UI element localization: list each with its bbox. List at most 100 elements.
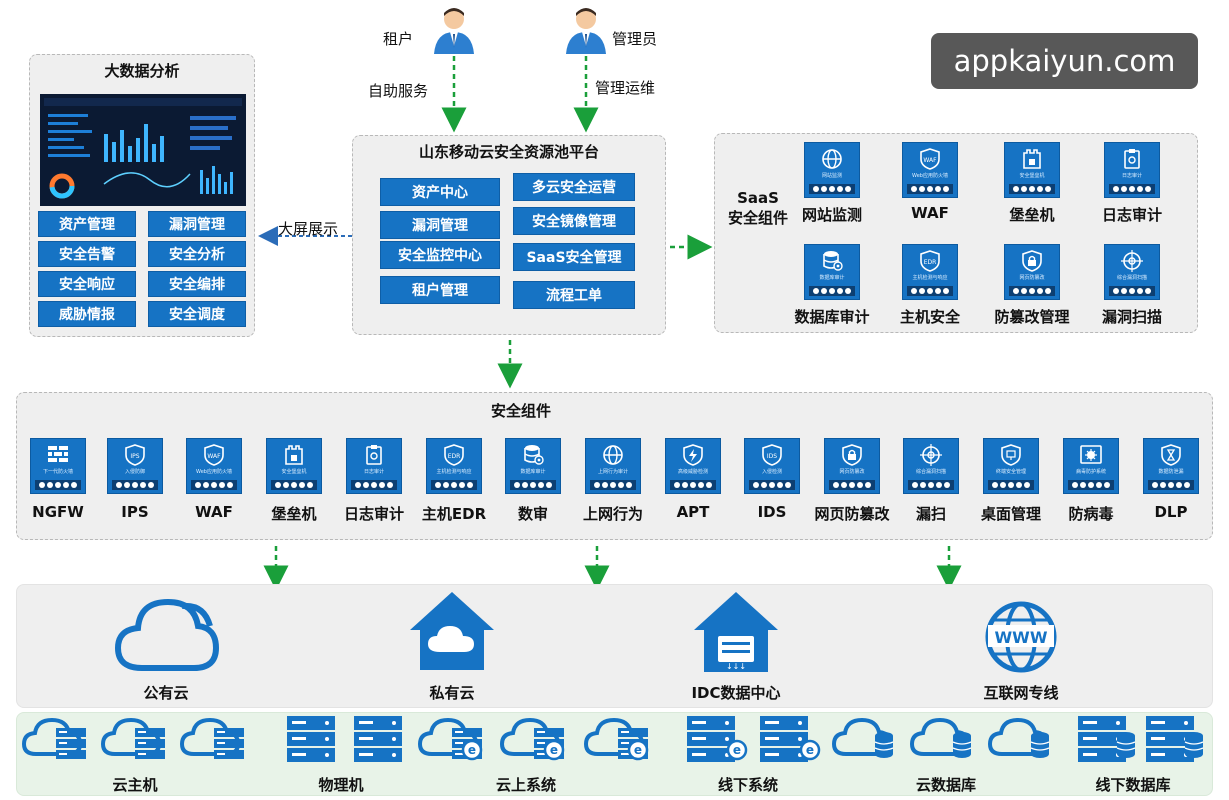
bigdata-btn-asset[interactable]: 资产管理 — [38, 211, 136, 237]
security-label-8: APT — [676, 503, 710, 521]
audit-icon — [1124, 149, 1140, 169]
security-tile-11: 综合漏洞扫描 — [903, 438, 959, 494]
tile-caption: 病毒防护系统 — [1075, 469, 1106, 475]
waf-shield-icon: WAF — [204, 444, 224, 466]
tile-caption: 日志审计 — [1121, 173, 1142, 179]
tile-caption: 上网行为审计 — [597, 469, 628, 475]
platform-right-btn-0[interactable]: 多云安全运营 — [513, 173, 635, 201]
security-label-10: 网页防篡改 — [814, 505, 890, 523]
svg-text:e: e — [634, 743, 642, 757]
lock-icon — [842, 444, 862, 466]
svg-text:e: e — [806, 743, 814, 757]
bigdata-btn-analysis[interactable]: 安全分析 — [148, 241, 246, 267]
platform-left-btn-3[interactable]: 租户管理 — [380, 276, 500, 304]
desktop-shield-icon — [1001, 444, 1021, 466]
security-tile-3: 安全堡垒机 — [266, 438, 322, 494]
env-label-private-cloud: 私有云 — [429, 684, 475, 702]
security-components-title: 安全组件 — [490, 402, 551, 420]
resource-label-offline-system: 线下系统 — [717, 776, 778, 794]
svg-text:WAF: WAF — [923, 157, 937, 164]
security-label-6: 数审 — [517, 505, 548, 523]
admin-ops-label: 管理运维 — [595, 79, 656, 97]
svg-text:IDS: IDS — [767, 453, 777, 460]
cloud-system-icon: e — [418, 717, 483, 761]
saas-label-5: 主机安全 — [899, 308, 960, 326]
svg-text:e: e — [550, 743, 558, 757]
fortress-icon — [285, 445, 303, 465]
bigdata-title: 大数据分析 — [104, 62, 180, 80]
tile-caption: 入侵检测 — [761, 469, 782, 475]
watermark: appkaiyun.com — [931, 33, 1198, 89]
svg-text:IPS: IPS — [130, 453, 139, 460]
resource-label-cloud-host: 云主机 — [112, 776, 158, 794]
platform-left-btn-0[interactable]: 资产中心 — [380, 178, 500, 206]
env-label-idc: IDC数据中心 — [691, 684, 781, 702]
platform-right-btn-3[interactable]: 流程工单 — [513, 281, 635, 309]
tile-caption: 安全堡垒机 — [281, 469, 307, 475]
tile-caption: 综合漏洞扫描 — [915, 469, 946, 475]
platform-right-btn-1[interactable]: 安全镜像管理 — [513, 207, 635, 235]
svg-text:EDR: EDR — [924, 259, 937, 266]
cloud-host-icon — [180, 717, 244, 759]
svg-text:e: e — [733, 743, 741, 757]
resource-label-offline-db: 线下数据库 — [1095, 776, 1171, 794]
security-tile-6: 数据库审计 — [505, 438, 561, 494]
platform-left-btn-2[interactable]: 安全监控中心 — [380, 241, 500, 269]
bigdata-btn-alert[interactable]: 安全告警 — [38, 241, 136, 267]
tile-caption: 下一代防火墙 — [42, 469, 73, 475]
tile-caption: 高级威胁检测 — [677, 469, 708, 475]
tile-caption: 安全堡垒机 — [1019, 173, 1045, 179]
cloud-system-icon: e — [584, 717, 649, 761]
svg-text:WWW: WWW — [995, 628, 1048, 647]
idc-datacenter-icon: ↓↓↓ — [694, 592, 778, 672]
admin-person-icon — [566, 8, 606, 54]
bigdata-btn-threat-intel[interactable]: 威胁情报 — [38, 301, 136, 327]
bigdata-btn-orchestration[interactable]: 安全编排 — [148, 271, 246, 297]
svg-text:WAF: WAF — [207, 453, 221, 460]
bigdata-btn-dispatch[interactable]: 安全调度 — [148, 301, 246, 327]
platform-left-btn-1[interactable]: 漏洞管理 — [380, 211, 500, 239]
cloud-system-icon: e — [500, 717, 565, 761]
cloud-database-icon — [988, 717, 1050, 758]
bigdata-btn-vuln[interactable]: 漏洞管理 — [148, 211, 246, 237]
resource-label-physical: 物理机 — [318, 776, 364, 794]
security-tile-7: 上网行为审计 — [585, 438, 641, 494]
offline-system-icon: e — [760, 716, 821, 762]
tile-caption: 主机检测与响应 — [436, 469, 472, 475]
security-tile-14: 数据防泄漏 — [1143, 438, 1199, 494]
security-label-11: 漏扫 — [915, 505, 946, 523]
env-label-internet: 互联网专线 — [983, 684, 1059, 702]
tile-caption: Web应用防火墙 — [196, 469, 232, 475]
platform-right-btn-2[interactable]: SaaS安全管理 — [513, 243, 635, 271]
security-label-9: IDS — [757, 503, 787, 521]
security-label-12: 桌面管理 — [980, 505, 1041, 523]
bolt-shield-icon — [683, 444, 703, 466]
physical-server-icon — [354, 716, 402, 762]
security-tile-2: WAF Web应用防火墙 — [186, 438, 242, 494]
saas-label-1: WAF — [911, 204, 949, 222]
bigdata-btn-response[interactable]: 安全响应 — [38, 271, 136, 297]
saas-tile-6: 网页防篡改 — [1004, 244, 1060, 300]
self-service-label: 自助服务 — [368, 82, 429, 100]
saas-label-3: 日志审计 — [1101, 206, 1162, 224]
security-label-7: 上网行为 — [582, 505, 643, 523]
offline-database-icon — [1146, 716, 1204, 762]
security-tile-1: IPS 入侵防御 — [107, 438, 163, 494]
edr-shield-icon: EDR — [920, 250, 940, 272]
security-label-4: 日志审计 — [343, 505, 404, 523]
target-icon — [1121, 250, 1143, 272]
saas-label-2: 堡垒机 — [1009, 206, 1055, 224]
platform-title: 山东移动云安全资源池平台 — [418, 143, 599, 161]
globe-icon — [822, 149, 842, 169]
svg-text:e: e — [468, 743, 476, 757]
hourglass-icon — [1161, 444, 1181, 466]
waf-shield-icon: WAF — [920, 148, 940, 170]
tile-caption: Web应用防火墙 — [912, 173, 948, 179]
tile-caption: 入侵防御 — [124, 469, 145, 475]
public-cloud-icon — [114, 598, 220, 671]
tenant-label: 租户 — [383, 30, 414, 48]
cloud-host-icon — [22, 717, 86, 759]
tile-caption: 网站监测 — [821, 173, 842, 179]
